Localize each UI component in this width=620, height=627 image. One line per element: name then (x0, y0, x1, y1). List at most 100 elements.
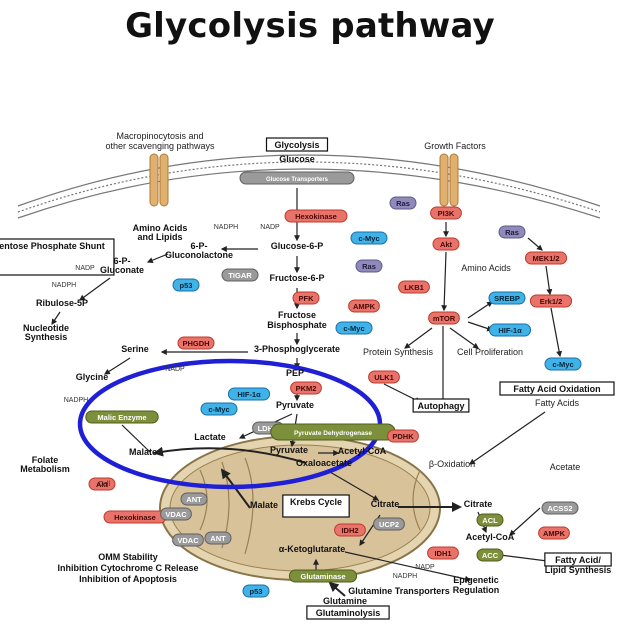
node-nadp1: NADP (260, 224, 280, 231)
node-pdh-label: Pyruvate Dehydrogenase (294, 430, 372, 437)
node-glutaminase: Glutaminase (288, 569, 358, 583)
node-autophagy: Autophagy (412, 398, 470, 413)
node-glut-label: Glucose Transporters (266, 177, 329, 183)
node-ulk1: ULK1 (368, 370, 400, 384)
node-krebs: Krebs Cycle (282, 494, 350, 518)
node-p53a: p53 (172, 278, 200, 292)
node-fbp: Fructose (278, 310, 316, 320)
node-fasynth2: Lipid Synthesis (545, 565, 612, 575)
node-gluconolactone2: Gluconolactone (165, 250, 233, 260)
node-gluconate: 6-P- (113, 256, 130, 266)
node-serine: Serine (121, 344, 149, 354)
node-malate2-label: Malate (250, 500, 278, 510)
node-ribulose-label: Ribulose-5P (36, 298, 88, 308)
node-fasynth: Fatty Acid/ (544, 552, 612, 567)
node-pi3k: PI3K (430, 206, 462, 220)
node-glutaminase-label: Glutaminase (300, 572, 345, 581)
node-ant1: ANT (180, 492, 208, 506)
node-hexokinase: Hexokinase (284, 209, 348, 223)
node-citrate1: Citrate (371, 499, 400, 509)
node-macropino-label: Macropinocytosis and (116, 131, 203, 141)
node-epigen2: Regulation (453, 585, 500, 595)
node-betaox: β-Oxidation (429, 459, 475, 469)
node-malicenz-label: Malic Enzyme (97, 413, 146, 422)
node-prolif: Cell Proliferation (457, 347, 523, 357)
node-omm3-label: Inhibition of Apoptosis (79, 574, 177, 584)
node-akt1: Akt (432, 237, 460, 251)
node-nadph2: NADPH (52, 282, 77, 289)
node-malicenz: Malic Enzyme (85, 410, 159, 424)
node-p53a-label: p53 (180, 281, 193, 290)
node-phgdh: PHGDH (177, 336, 215, 350)
node-citrate2: Citrate (464, 499, 493, 509)
node-acl-label: ACL (482, 516, 498, 525)
node-f6p-label: Fructose-6-P (269, 273, 324, 283)
node-acetylcoa1: Acetyl-CoA (338, 446, 387, 456)
node-betaox-label: β-Oxidation (429, 459, 475, 469)
node-gluconate2-label: Gluconate (100, 265, 144, 275)
node-gluconolactone-label: 6-P- (190, 241, 207, 251)
node-fattyacids: Fatty Acids (535, 398, 580, 408)
node-aa-lipids2: and Lipids (138, 232, 183, 242)
node-pg3-label: 3-Phosphoglycerate (254, 344, 340, 354)
node-omm2-label: Inhibition Cytochrome C Release (57, 563, 198, 573)
node-srebp-label: SREBP (494, 294, 520, 303)
node-epigen: Epigenetic (453, 575, 499, 585)
node-ras3: Ras (355, 259, 383, 273)
node-macropino: Macropinocytosis and (116, 131, 203, 141)
node-prolif-label: Cell Proliferation (457, 347, 523, 357)
node-srebp: SREBP (488, 291, 526, 305)
node-g6p-label: Glucose-6-P (271, 241, 324, 251)
node-pep: PEP (286, 368, 304, 378)
node-nadp2-label: NADP (75, 265, 95, 272)
node-folate-label: Folate (32, 455, 59, 465)
node-malate1: Malate (129, 447, 157, 457)
node-vdac1-label: VDAC (165, 510, 187, 519)
node-ribulose: Ribulose-5P (36, 298, 88, 308)
node-gluconolactone: 6-P- (190, 241, 207, 251)
node-ant2: ANT (204, 531, 232, 545)
node-acc: ACC (476, 548, 504, 562)
node-hif1a1-label: HIF-1α (498, 326, 522, 335)
node-vdac2: VDAC (172, 533, 204, 547)
node-akg-label: α-Ketoglutarate (279, 544, 346, 554)
node-pdhk-label: PDHK (392, 432, 414, 441)
node-cmyc1-label: c-Myc (358, 234, 379, 243)
node-nucleotide: Nucleotide (23, 323, 69, 333)
node-acetylcoa2-label: Acetyl-CoA (466, 532, 515, 542)
node-growth-factors-label: Growth Factors (424, 141, 486, 151)
node-glucose: Glucose (279, 154, 315, 164)
node-folate2: Metabolism (20, 464, 70, 474)
node-citrate2-label: Citrate (464, 499, 493, 509)
node-acss2: ACSS2 (541, 501, 579, 515)
node-hif1a2: HIF-1α (227, 387, 271, 401)
node-nadph3-label: NADPH (64, 397, 89, 404)
node-nadp3-label: NADP (165, 366, 185, 373)
node-acc-label: ACC (482, 551, 499, 560)
node-ampk1-label: AMPK (353, 302, 376, 311)
node-glut: Glucose Transporters (239, 171, 355, 185)
node-vdac1: VDAC (160, 507, 192, 521)
node-glutamine: Glutamine (323, 596, 367, 606)
node-nucleotide2: Synthesis (25, 332, 68, 342)
node-pkm2: PKM2 (290, 381, 322, 395)
node-akt2-label: Akt (96, 480, 109, 489)
node-acetate-label: Acetate (550, 462, 581, 472)
node-folate: Folate (32, 455, 59, 465)
node-mek-label: MEK1/2 (532, 254, 559, 263)
node-nadp1-label: NADP (260, 224, 280, 231)
macropinocytosis-channel (149, 153, 169, 207)
node-omm3: Inhibition of Apoptosis (79, 574, 177, 584)
node-mtor-label: mTOR (433, 314, 456, 323)
node-ras3-label: Ras (362, 262, 376, 271)
node-lkb1: LKB1 (398, 280, 430, 294)
node-omm2: Inhibition Cytochrome C Release (57, 563, 198, 573)
node-p53b: p53 (242, 584, 270, 598)
node-erk-label: Erk1/2 (540, 297, 563, 306)
node-pyruvate1: Pyruvate (276, 400, 314, 410)
node-fbp2: Bisphosphate (267, 320, 327, 330)
node-acetylcoa1-label: Acetyl-CoA (338, 446, 387, 456)
node-p53b-label: p53 (250, 587, 263, 596)
